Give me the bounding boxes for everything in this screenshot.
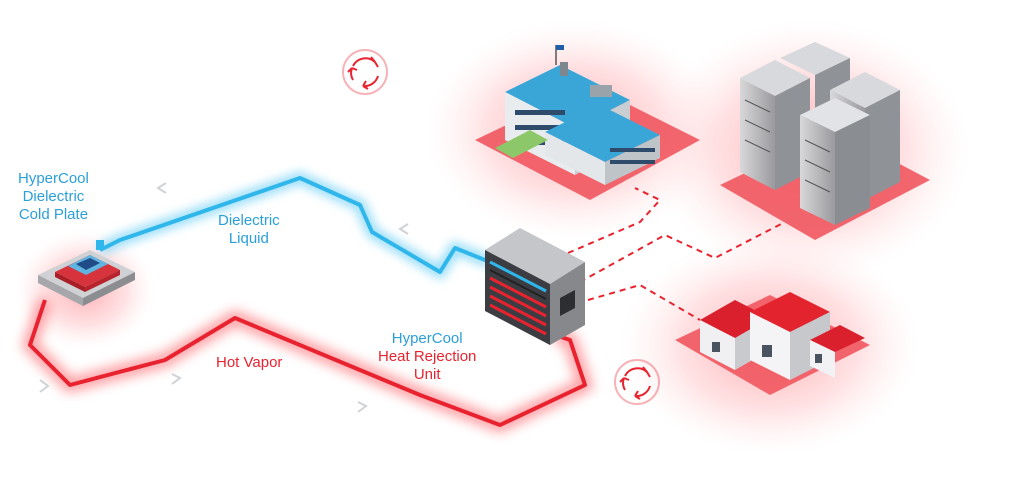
hot-vapor-label: Hot Vapor [216,354,282,372]
heat-rejection-unit [485,228,585,345]
dielectric-liquid-label: Dielectric Liquid [218,212,280,248]
cold-plate-label-line2: Dielectric [22,188,85,205]
flow-arrow-icon [39,182,409,413]
high-rise-towers [720,42,930,240]
recycle-icon [614,359,660,405]
dielectric-liquid-line2: Liquid [228,230,269,247]
dielectric-liquid-line1: Dielectric [218,212,280,229]
hot-vapor-text: Hot Vapor [216,354,283,371]
recycle-icon [342,49,388,95]
cold-plate-label-line3: Cold Plate [18,206,89,223]
office-building [475,45,700,200]
cold-plate-label-line1: HyperCool [18,170,89,187]
heat-rejection-label: HyperCool Heat Rejection Unit [378,330,476,384]
dielectric-liquid-loop [97,171,493,281]
heat-rejection-line1: HyperCool [391,330,463,347]
hot-vapor-loop [21,297,594,433]
heat-rejection-line3: Unit [413,366,441,383]
heat-distribution-lines [567,187,786,321]
cold-plate-chip [38,240,135,306]
heat-rejection-line2: Heat Rejection [378,348,477,365]
houses [675,292,870,395]
cold-plate-label: HyperCool Dielectric Cold Plate [18,170,89,224]
